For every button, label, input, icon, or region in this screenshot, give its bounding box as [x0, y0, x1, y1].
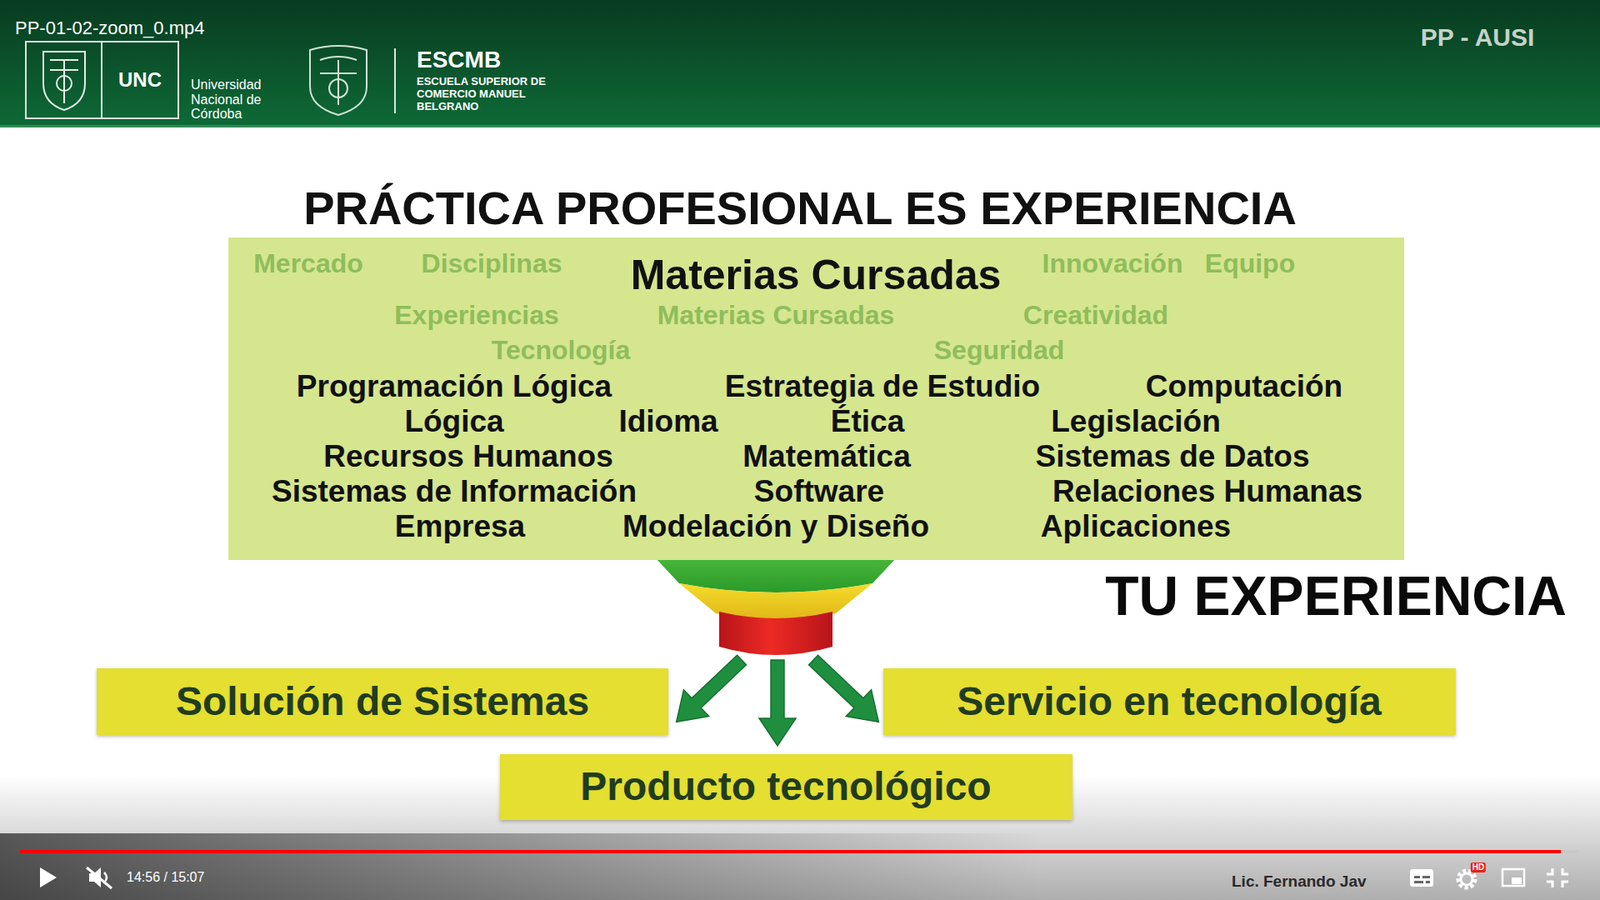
- hd-badge: HD: [1470, 862, 1486, 873]
- subject-name: Ética: [830, 405, 905, 437]
- background-word: Equipo: [1205, 250, 1295, 277]
- background-word: Seguridad: [934, 336, 1065, 364]
- play-icon: [40, 867, 57, 888]
- fullscreen-exit-icon: [1546, 868, 1569, 888]
- outcome-label: Solución de Sistemas: [175, 681, 590, 722]
- subject-name: Matemática: [742, 440, 911, 472]
- outcome-label: Producto tecnológico: [580, 766, 991, 807]
- unc-crest: [43, 51, 85, 110]
- subject-name: Relaciones Humanas: [1052, 475, 1363, 507]
- output-arrows: [664, 646, 892, 746]
- outcome-box: Solución de Sistemas: [96, 668, 669, 735]
- subjects-panel: Materias CursadasProgramación Lógica Estr…: [228, 237, 1405, 560]
- background-word: Creatividad: [1023, 301, 1169, 329]
- captions-icon: [1410, 869, 1434, 887]
- background-word: Disciplinas: [421, 250, 563, 277]
- logo-divider: [394, 48, 396, 114]
- settings-icon: [1458, 870, 1475, 888]
- background-word: Tecnología: [491, 336, 631, 364]
- subject-name: Aplicaciones: [1040, 510, 1231, 542]
- subject-name: Legislación: [1050, 405, 1221, 437]
- author-credit: Lic. Fernando Jav: [1231, 873, 1367, 890]
- file-name: PP-01-02-zoom_0.mp4: [15, 19, 205, 38]
- outcome-label: Servicio en tecnología: [956, 681, 1381, 722]
- subject-name: Recursos Humanos: [323, 440, 614, 472]
- funnel: [654, 556, 898, 655]
- panel-heading: Materias Cursadas: [630, 254, 1002, 296]
- header-band: [0, 0, 1600, 128]
- subject-name: Empresa: [395, 510, 525, 542]
- subject-name: Idioma: [618, 405, 718, 437]
- progress-track: [20, 850, 1580, 854]
- background-word: Experiencias: [394, 301, 559, 329]
- subject-name: Sistemas de Información: [271, 475, 637, 507]
- logo-caption: ESCUELA SUPERIOR DE COMERCIO MANUEL BELG…: [416, 75, 546, 114]
- subject-name: Computación: [1145, 370, 1343, 402]
- subject-name: Estrategia de Estudio: [725, 370, 1040, 402]
- subject-name: Sistemas de Datos: [1035, 440, 1310, 472]
- player-shade: [0, 833, 1600, 900]
- logo-text: UNC: [118, 70, 162, 90]
- outcome-box: Servicio en tecnología: [883, 668, 1456, 735]
- miniplayer-icon: [1502, 869, 1525, 886]
- escmb-crest: [310, 45, 367, 115]
- funnel-caption: TU EXPERIENCIA: [1105, 568, 1567, 624]
- background-word: Innovación: [1042, 250, 1184, 277]
- logo-caption: Universidad Nacional de Córdoba: [190, 77, 273, 122]
- outcome-box: Producto tecnológico: [500, 754, 1073, 820]
- logo-text: ESCMB: [416, 48, 501, 72]
- header-rule: [0, 125, 1600, 128]
- mute-icon: [86, 867, 112, 889]
- subject-name: Programación Lógica: [296, 370, 612, 402]
- slide-title: PRÁCTICA PROFESIONAL ES EXPERIENCIA: [0, 185, 1600, 232]
- subject-name: Modelación y Diseño: [622, 510, 930, 542]
- background-word: Mercado: [253, 250, 364, 277]
- logo-divider: [100, 41, 103, 119]
- progress-played: [20, 850, 1561, 854]
- subject-name: Lógica: [404, 405, 504, 437]
- time-display: 14:56 / 15:07: [126, 870, 205, 885]
- logo-frame: [25, 41, 179, 119]
- background-word: Materias Cursadas: [657, 301, 895, 329]
- course-code: PP - AUSI: [1420, 25, 1535, 50]
- subject-name: Software: [754, 475, 885, 507]
